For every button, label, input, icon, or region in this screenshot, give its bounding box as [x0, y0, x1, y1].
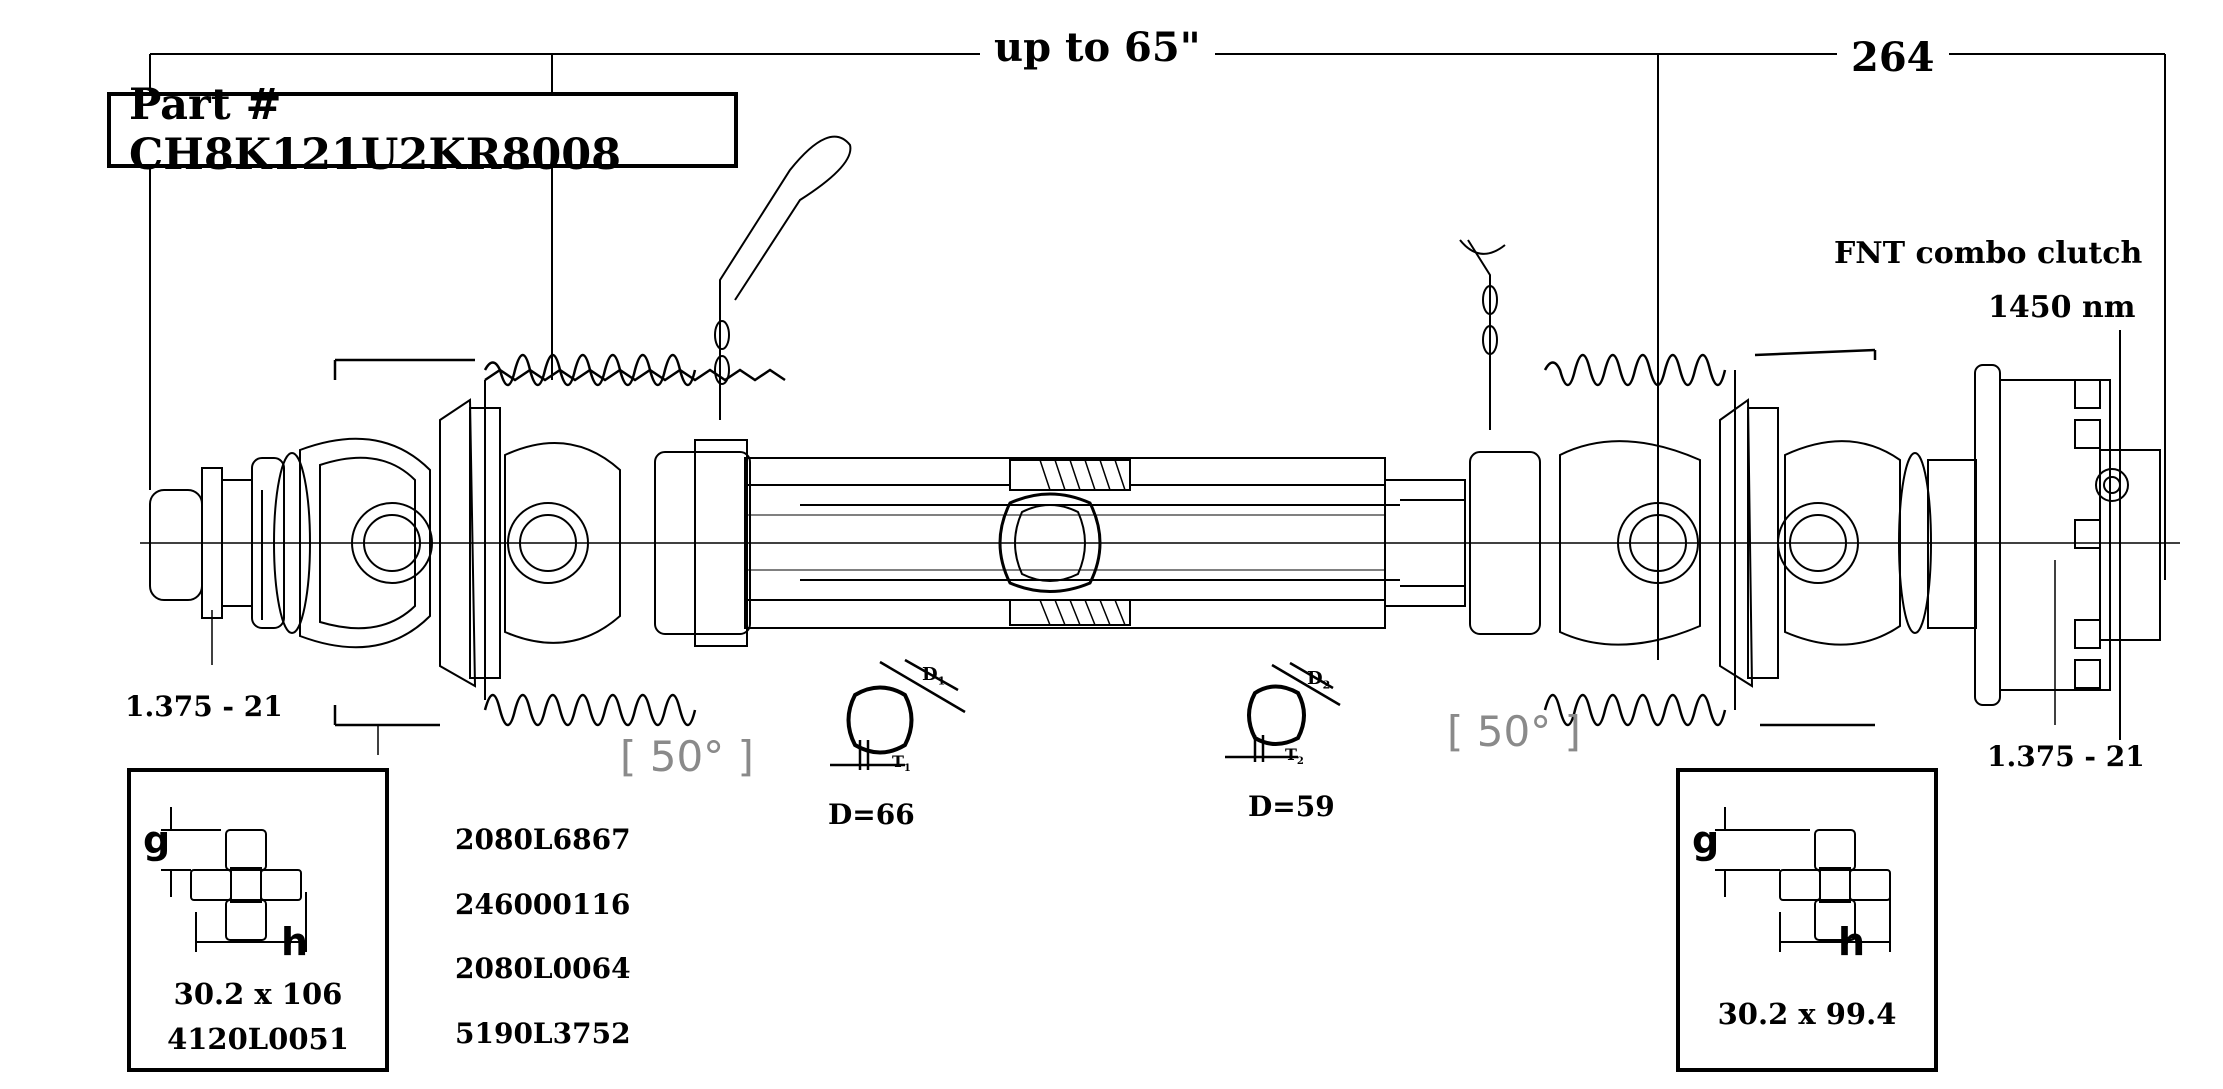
- t2-marker: T2: [1285, 745, 1304, 768]
- overall-length-label: up to 65": [980, 24, 1215, 71]
- left-safety-chain: [714, 135, 852, 420]
- fnt-clutch: [1974, 330, 2161, 740]
- left-cross-code: 4120L0051: [167, 1022, 349, 1056]
- leader-lines: [211, 540, 2166, 755]
- inner-tube: [1384, 479, 1466, 607]
- clutch-name: FNT combo clutch: [1834, 236, 2143, 271]
- tube-cross-section: [998, 459, 1131, 626]
- component-code: 246000116: [455, 888, 631, 921]
- inner-tube-diameter: D=59: [1248, 790, 1335, 823]
- right-cross-kit-icon: [1715, 807, 1891, 952]
- right-cross-g: g: [1692, 818, 1720, 862]
- left-cross-size: 30.2 x 106: [173, 977, 343, 1011]
- clutch-torque: 1450 nm: [1988, 290, 2136, 325]
- left-guard-bellows: [333, 353, 786, 727]
- component-code: 2080L0064: [455, 952, 631, 985]
- overall-length-mm: 264: [1837, 34, 1949, 81]
- right-cross-size: 30.2 x 99.4: [1717, 997, 1897, 1031]
- tube-profile-d2: [1225, 661, 1341, 762]
- t1-marker: T1: [892, 752, 911, 775]
- left-cross-g: g: [143, 818, 171, 862]
- left-cross-kit-box: g h 30.2 x 106 4120L0051: [127, 768, 389, 1072]
- right-guard-bellows: [1543, 348, 1877, 727]
- left-cross-h: h: [281, 920, 309, 964]
- component-code: 5190L3752: [455, 1017, 631, 1050]
- right-joint-angle: [ 50° ]: [1447, 707, 1581, 756]
- d2-marker: D2: [1307, 668, 1331, 692]
- right-spline-spec: 1.375 - 21: [1987, 740, 2145, 773]
- left-spline-spec: 1.375 - 21: [125, 690, 283, 723]
- left-joint-angle: [ 50° ]: [620, 732, 754, 781]
- left-cross-kit-icon: [161, 807, 307, 952]
- component-code: 2080L6867: [455, 823, 631, 856]
- right-safety-chain: [1459, 239, 1506, 430]
- part-number: Part # CH8K121U2KR8008: [129, 80, 622, 180]
- outer-tube-diameter: D=66: [828, 798, 915, 831]
- d1-marker: D1: [922, 664, 946, 688]
- left-yoke-assembly: [149, 380, 751, 700]
- right-cross-h: h: [1838, 920, 1866, 964]
- part-number-box: Part # CH8K121U2KR8008: [107, 80, 738, 180]
- right-yoke-assembly: [1469, 370, 1977, 710]
- tube-profile-d1: [830, 658, 966, 770]
- right-cross-kit-box: g h 30.2 x 99.4: [1676, 768, 1938, 1072]
